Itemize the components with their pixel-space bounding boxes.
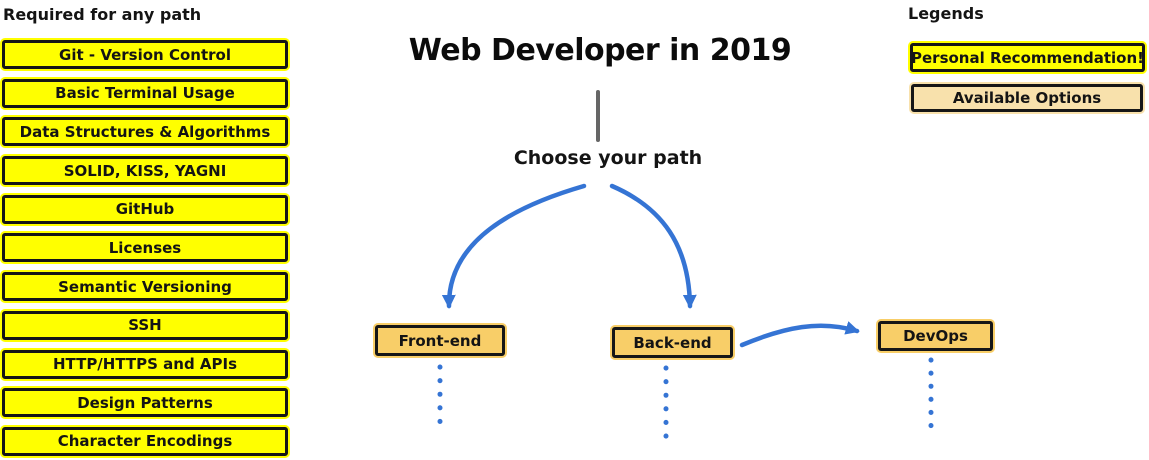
required-item-github: GitHub bbox=[2, 194, 288, 224]
required-item-http-apis: HTTP/HTTPS and APIs bbox=[2, 349, 288, 379]
node-devops: DevOps bbox=[878, 321, 993, 351]
arrow-to-front-end bbox=[441, 183, 587, 309]
legend-personal-recommendation: Personal Recommendation! bbox=[910, 43, 1145, 72]
page-title: Web Developer in 2019 bbox=[408, 33, 792, 68]
required-item-design-patterns: Design Patterns bbox=[2, 388, 288, 418]
required-item-terminal: Basic Terminal Usage bbox=[2, 78, 288, 108]
required-item-solid-kiss-yagni: SOLID, KISS, YAGNI bbox=[2, 156, 288, 186]
required-item-encodings: Character Encodings bbox=[2, 426, 288, 456]
legend-available-options: Available Options bbox=[911, 84, 1143, 112]
node-back-end: Back-end bbox=[612, 327, 733, 358]
required-heading: Required for any path bbox=[3, 5, 202, 24]
arrow-back-end-to-devops bbox=[739, 321, 860, 348]
arrow-to-back-end bbox=[609, 183, 697, 309]
required-item-semver: Semantic Versioning bbox=[2, 272, 288, 302]
required-item-dsa: Data Structures & Algorithms bbox=[2, 117, 288, 147]
legend-heading: Legends bbox=[908, 4, 984, 23]
node-front-end: Front-end bbox=[375, 325, 505, 356]
required-list: Git - Version Control Basic Terminal Usa… bbox=[2, 40, 288, 456]
required-item-licenses: Licenses bbox=[2, 233, 288, 263]
choose-your-path-label: Choose your path bbox=[513, 147, 703, 169]
required-item-git: Git - Version Control bbox=[2, 40, 288, 69]
required-item-ssh: SSH bbox=[2, 310, 288, 340]
